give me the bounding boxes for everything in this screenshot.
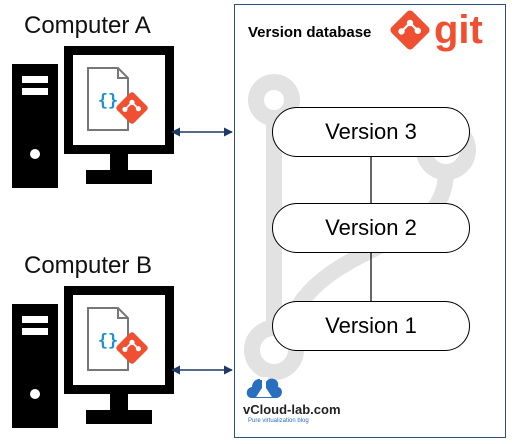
code-file-icon: {} <box>87 307 129 371</box>
computer-b-icon: {} <box>12 286 174 428</box>
version-2-node: Version 2 <box>272 203 470 253</box>
git-logo-icon <box>390 10 430 50</box>
brand-tagline: Pure virtualization blog <box>248 418 309 424</box>
version-3-node: Version 3 <box>272 107 470 157</box>
computer-a-icon: {} <box>12 46 174 188</box>
version-database-box <box>234 4 506 438</box>
version-1-node: Version 1 <box>272 301 470 351</box>
git-diamond-icon <box>116 92 148 124</box>
svg-text:{}: {} <box>98 331 118 351</box>
git-logo-text: git <box>434 8 483 52</box>
cloud-flask-logo-icon <box>246 377 282 398</box>
database-title: Version database <box>248 24 372 41</box>
svg-text:{}: {} <box>98 91 118 111</box>
computer-a-label: Computer A <box>24 12 151 39</box>
brand-name: vCloud-lab.com <box>243 402 341 417</box>
git-diamond-icon <box>116 332 148 364</box>
computer-b-label: Computer B <box>24 252 153 279</box>
